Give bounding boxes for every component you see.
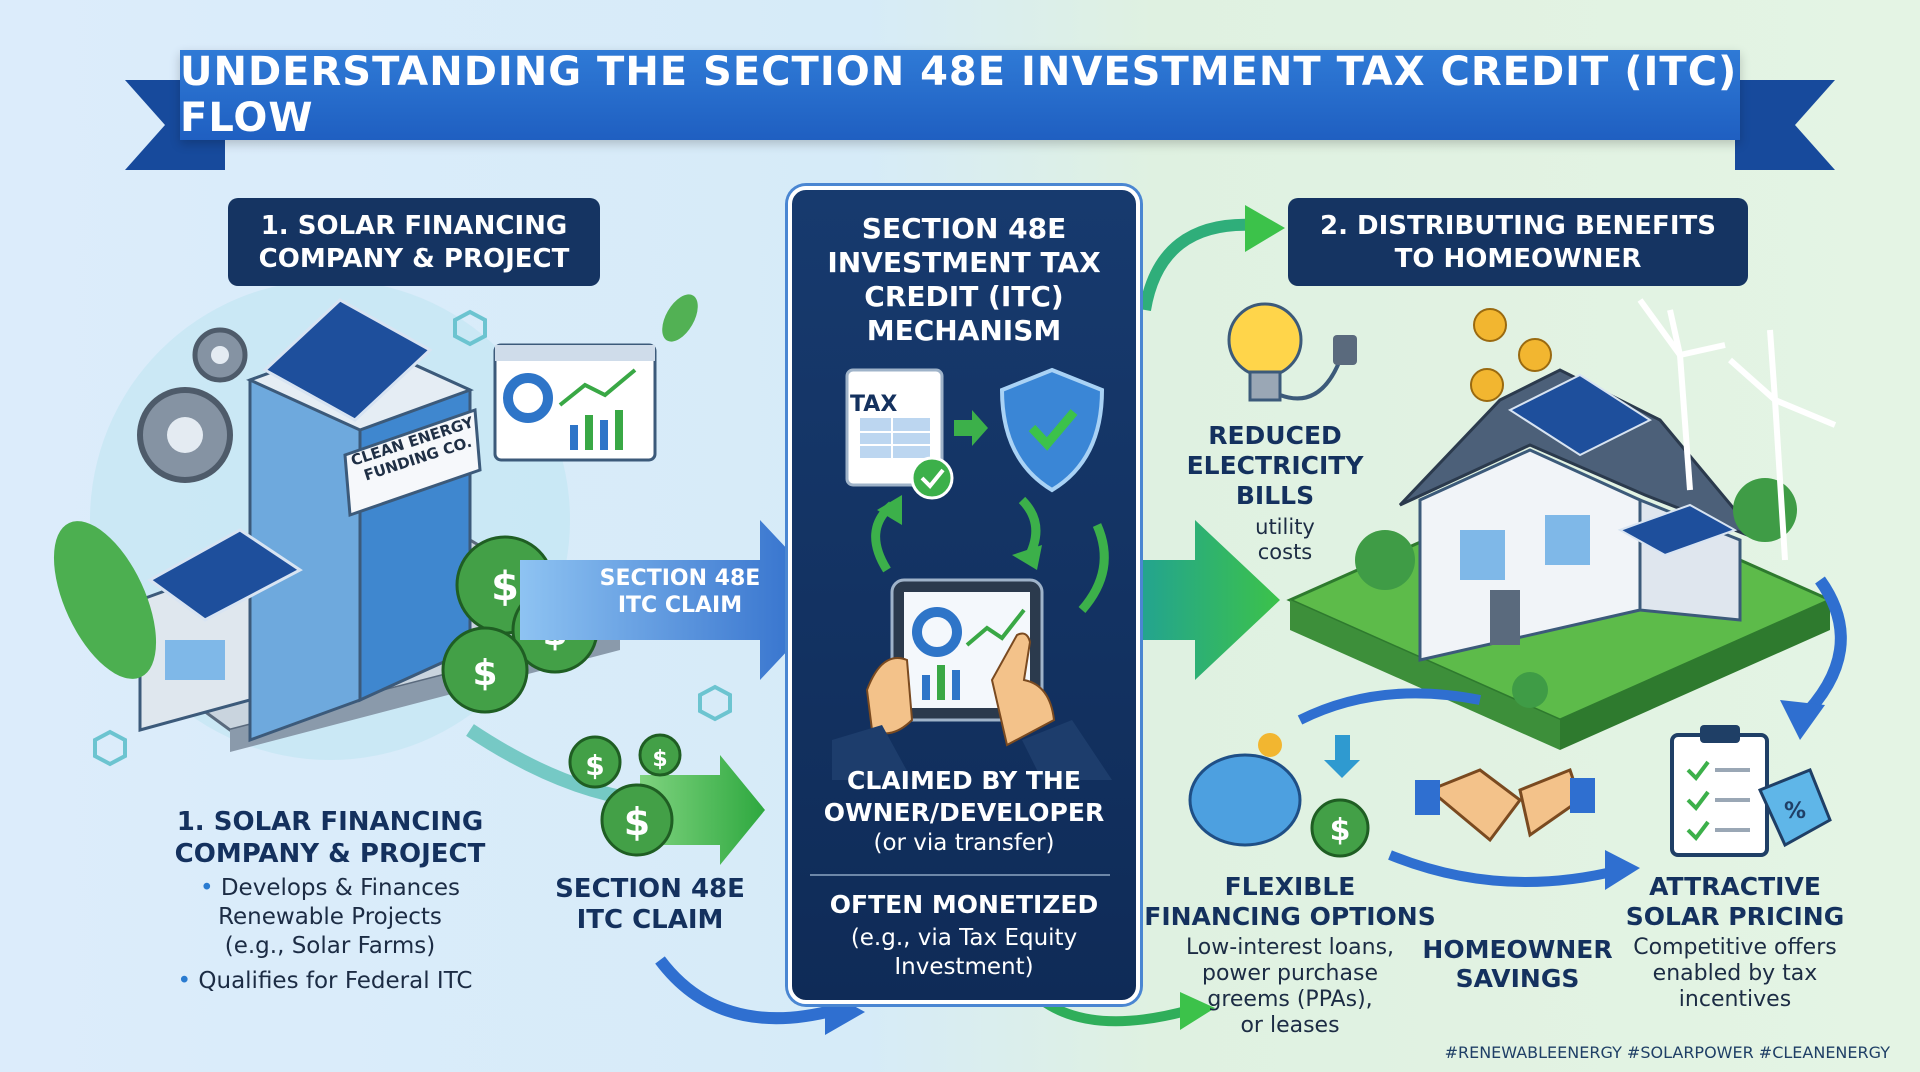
mechanism-title-line4: MECHANISM — [866, 314, 1062, 347]
left-header-line2: COMPANY & PROJECT — [258, 244, 570, 274]
monetized-sub-line1: (e.g., via Tax Equity — [850, 925, 1078, 951]
itc-claim-label: SECTION 48E ITC CLAIM — [545, 874, 755, 936]
clipboard-checklist-icon: % — [1670, 725, 1832, 857]
banner-tail-right — [1735, 80, 1835, 170]
benefit-arrow — [1120, 520, 1280, 680]
bills-title-line1: REDUCED — [1208, 421, 1342, 450]
tax-document-label: TAX — [850, 392, 898, 417]
mechanism-title: SECTION 48E INVESTMENT TAX CREDIT (ITC) … — [792, 212, 1136, 348]
left-header-box: 1. SOLAR FINANCING COMPANY & PROJECT — [228, 198, 600, 286]
arrow-label-line2: ITC CLAIM — [617, 593, 743, 618]
bills-title-line3: BILLS — [1235, 481, 1315, 510]
shield-check-icon — [999, 367, 1105, 493]
left-header-line1: 1. SOLAR FINANCING — [260, 211, 568, 241]
svg-text:$: $ — [491, 564, 519, 610]
svg-text:$: $ — [652, 747, 667, 772]
handshake-icon — [1415, 768, 1595, 843]
financing-sub-line1: Low-interest loans, — [1185, 935, 1395, 960]
financing-sub-line4: or leases — [1240, 1013, 1340, 1038]
svg-text:$: $ — [1330, 813, 1351, 848]
pricing-sub-line1: Competitive offers — [1633, 935, 1837, 960]
bills-sub-line1: utility — [1255, 515, 1315, 539]
svg-text:%: % — [1784, 799, 1806, 824]
claim-label-line2: ITC CLAIM — [576, 905, 724, 935]
claim-label-line1: SECTION 48E — [555, 874, 745, 904]
attractive-pricing-subtext: Competitive offers enabled by tax incent… — [1615, 935, 1855, 1013]
monetized-subtext: (e.g., via Tax Equity Investment) — [792, 924, 1136, 982]
pricing-sub-line2: enabled by tax — [1652, 961, 1818, 986]
svg-text:$: $ — [624, 800, 650, 844]
left-bullet-2: Qualifies for Federal ITC — [150, 967, 500, 996]
page-title: UNDERSTANDING THE SECTION 48E INVESTMENT… — [180, 49, 1738, 141]
financing-sub-line3: greems (PPAs), — [1207, 987, 1373, 1012]
tax-document-icon — [845, 368, 954, 500]
panel-divider — [810, 874, 1110, 876]
claimed-line2: OWNER/DEVELOPER — [823, 798, 1105, 827]
right-header-line1: 2. DISTRIBUTING BENEFITS — [1320, 211, 1716, 241]
claimed-line1: CLAIMED BY THE — [847, 766, 1081, 795]
homeowner-savings-title: HOMEOWNER SAVINGS — [1420, 935, 1615, 993]
left-lower-title-line2: COMPANY & PROJECT — [174, 839, 486, 869]
flexible-financing-title: FLEXIBLE FINANCING OPTIONS — [1140, 872, 1440, 932]
left-lower-title-line1: 1. SOLAR FINANCING — [176, 807, 484, 837]
title-banner: UNDERSTANDING THE SECTION 48E INVESTMENT… — [180, 49, 1740, 141]
pricing-sub-line3: incentives — [1678, 987, 1792, 1012]
pricing-title-line2: SOLAR PRICING — [1625, 902, 1845, 931]
mechanism-title-line2: INVESTMENT TAX — [827, 246, 1101, 279]
itc-claim-arrow-label: SECTION 48E ITC CLAIM — [590, 565, 770, 619]
reduced-bills-title: REDUCED ELECTRICITY BILLS — [1180, 421, 1370, 511]
bullet1-line2: Renewable Projects — [218, 904, 442, 930]
wind-turbine-icon — [1637, 298, 1837, 561]
bullet1-line1: Develops & Finances — [160, 874, 500, 903]
financing-title-line2: FINANCING OPTIONS — [1144, 902, 1436, 931]
monetized-sub-line2: Investment) — [894, 954, 1034, 980]
dashboard-chart-icon — [493, 343, 657, 462]
reduced-bills-subtext: utility costs — [1230, 515, 1340, 565]
arrow-label-line1: SECTION 48E — [599, 566, 761, 591]
itc-mechanism-panel: SECTION 48E INVESTMENT TAX CREDIT (ITC) … — [788, 186, 1140, 1004]
attractive-pricing-title: ATTRACTIVE SOLAR PRICING — [1615, 872, 1855, 932]
right-header-line2: TO HOMEOWNER — [1394, 244, 1642, 274]
claimed-subtext: (or via transfer) — [873, 830, 1055, 856]
bills-title-line2: ELECTRICITY — [1186, 451, 1364, 480]
lightbulb-icon — [1227, 302, 1357, 402]
pricing-title-line1: ATTRACTIVE — [1649, 872, 1821, 901]
left-lower-title: 1. SOLAR FINANCING COMPANY & PROJECT — [140, 806, 520, 870]
piggy-bank-icon: $ — [1188, 733, 1370, 858]
leaf-icon — [53, 521, 157, 679]
gear-icon — [137, 327, 248, 483]
itc-claim-arrow — [520, 520, 835, 680]
house-icon — [1286, 368, 1834, 750]
savings-title-line1: HOMEOWNER — [1422, 935, 1613, 964]
hand-icon — [832, 632, 1112, 780]
savings-title-line2: SAVINGS — [1455, 964, 1580, 993]
claimed-by-owner: CLAIMED BY THE OWNER/DEVELOPER — [792, 765, 1136, 829]
often-monetized: OFTEN MONETIZED — [829, 890, 1099, 919]
mechanism-title-line1: SECTION 48E — [861, 212, 1067, 245]
right-header-box: 2. DISTRIBUTING BENEFITS TO HOMEOWNER — [1288, 198, 1748, 286]
bills-sub-line2: costs — [1257, 540, 1313, 564]
coin-icon — [1470, 308, 1552, 402]
bullet2-text: Qualifies for Federal ITC — [178, 968, 473, 994]
financing-sub-line2: power purchase — [1202, 961, 1378, 986]
mechanism-title-line3: CREDIT (ITC) — [864, 280, 1064, 313]
svg-text:$: $ — [585, 749, 604, 782]
flexible-financing-subtext: Low-interest loans, power purchase greem… — [1160, 935, 1420, 1039]
hashtags: #RENEWABLEENERGY #SOLARPOWER #CLEANENERG… — [1444, 1043, 1890, 1062]
bullet1-line3: (e.g., Solar Farms) — [224, 933, 436, 959]
mechanism-illustration — [832, 367, 1112, 780]
coin-icon: $ $ $ — [568, 733, 682, 857]
financing-title-line1: FLEXIBLE — [1224, 872, 1356, 901]
svg-text:$: $ — [472, 653, 497, 694]
left-bullet-1: Develops & Finances Renewable Projects (… — [160, 874, 500, 961]
